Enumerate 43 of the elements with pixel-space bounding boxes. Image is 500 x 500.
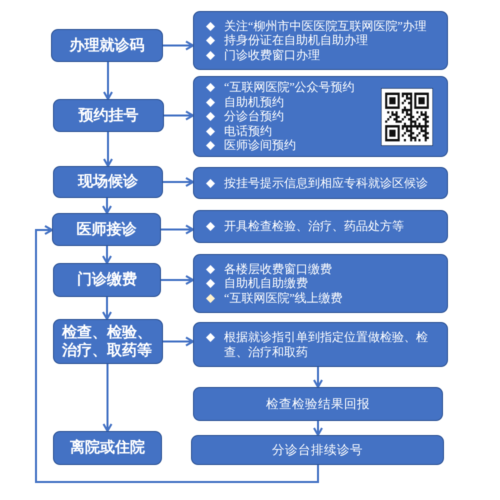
arrow [103, 62, 113, 100]
list-item: 医师诊间预约 [224, 138, 296, 153]
list-item: 按挂号提示信息到相应专科就诊区候诊 [224, 176, 428, 190]
process-box: 分诊台排续诊号 [191, 435, 444, 465]
process-box: 门诊缴费 [53, 263, 161, 297]
arrow [161, 275, 194, 285]
info-box [193, 254, 448, 313]
list-item: 开具检查检验、治疗、药品处方等 [224, 219, 404, 234]
list-item: “互联网医院”公众号预约 [224, 80, 355, 95]
info-box [193, 167, 448, 199]
list-item: 自助机自助缴费 [224, 276, 308, 291]
list-item: 根据就诊指引单到指定位置做检验、检查、治疗和取药 [224, 330, 429, 359]
list-item: 关注“柳州市中医医院互联网医院”办理 [224, 18, 427, 34]
info-box [193, 76, 448, 157]
process-box: 检查、检验、治疗、取药等 [53, 319, 163, 364]
arrow [313, 421, 323, 436]
info-box [193, 11, 448, 70]
arrow [161, 224, 194, 234]
process-box: 现场候诊 [53, 166, 163, 198]
arrow [163, 177, 194, 187]
arrow [164, 110, 194, 120]
list-item: 门诊收费窗口办理 [224, 48, 320, 62]
arrow [102, 297, 112, 320]
process-box: 离院或住院 [53, 431, 162, 465]
arrow [102, 198, 112, 214]
process-box: 医师接诊 [52, 213, 161, 246]
arrow [313, 367, 323, 388]
list-item: 电话预约 [224, 124, 272, 138]
process-box: 预约挂号 [53, 99, 164, 132]
arrow [102, 246, 112, 264]
process-box: 办理就诊码 [51, 29, 163, 62]
list-item: 各楼层收费窗口缴费 [224, 262, 332, 276]
info-box [193, 322, 448, 367]
arrow [102, 364, 112, 432]
process-box: 检查检验结果回报 [193, 387, 443, 421]
arrow [163, 40, 194, 50]
arrow [163, 336, 194, 346]
list-item: 自助机预约 [224, 94, 284, 110]
list-item: 持身份证在自助机自助办理 [224, 33, 368, 48]
arrow [103, 132, 113, 167]
list-item: 分诊台预约 [224, 109, 284, 124]
list-item: “互联网医院”线上缴费 [224, 290, 343, 306]
info-box [193, 210, 448, 243]
